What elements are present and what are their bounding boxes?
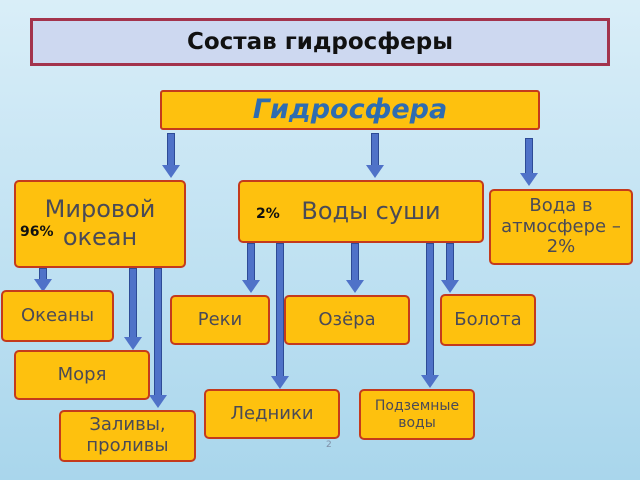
node-bays-straits: Заливы, проливы bbox=[59, 410, 196, 462]
arrow-land-to-groundwater bbox=[420, 243, 440, 388]
node-lakes: Озёра bbox=[284, 295, 410, 345]
page-number: 2 bbox=[326, 440, 332, 450]
node-oceans: Океаны bbox=[1, 290, 114, 342]
arrow-root-to-land bbox=[365, 133, 385, 178]
land-percent-label: 2% bbox=[256, 206, 280, 222]
node-land-waters: Воды суши bbox=[238, 180, 484, 243]
node-rivers: Реки bbox=[170, 295, 270, 345]
node-swamps: Болота bbox=[440, 294, 536, 346]
page-title: Состав гидросферы bbox=[186, 29, 454, 55]
title-bar: Состав гидросферы bbox=[30, 18, 610, 66]
arrow-root-to-ocean bbox=[161, 133, 181, 178]
node-glaciers: Ледники bbox=[204, 389, 340, 439]
arrow-land-to-rivers bbox=[241, 243, 261, 293]
arrow-land-to-glaciers bbox=[270, 243, 290, 389]
arrow-ocean-to-bays bbox=[148, 268, 168, 408]
node-atmosphere-water: Вода в атмосфере – 2% bbox=[489, 189, 633, 265]
ocean-percent-label: 96% bbox=[20, 224, 54, 240]
node-world-ocean: Мировой океан bbox=[14, 180, 186, 268]
arrow-root-to-atmosphere bbox=[519, 138, 539, 186]
node-groundwater: Подземные воды bbox=[359, 389, 475, 440]
arrow-ocean-to-seas bbox=[123, 268, 143, 350]
node-hydrosphere: Гидросфера bbox=[160, 90, 540, 130]
arrow-ocean-to-oceans bbox=[33, 268, 53, 292]
arrow-land-to-swamps bbox=[440, 243, 460, 293]
node-seas: Моря bbox=[14, 350, 150, 400]
arrow-land-to-lakes bbox=[345, 243, 365, 293]
